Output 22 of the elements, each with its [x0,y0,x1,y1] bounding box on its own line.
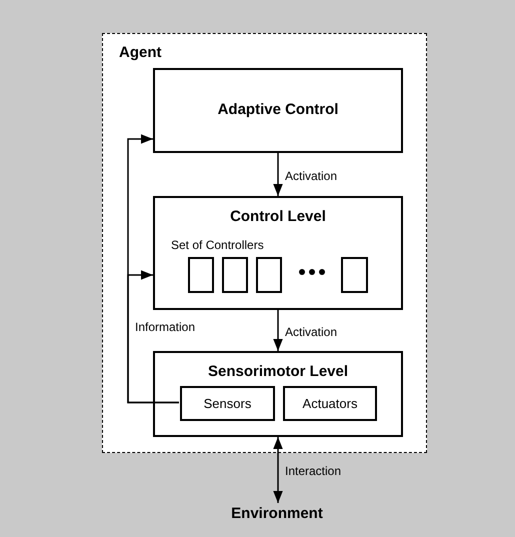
process-box [153,351,403,437]
process-box [283,386,377,421]
node-title: Agent [119,43,162,63]
agent-boundary [102,33,427,453]
node-title: Actuators [302,394,358,413]
node-title: Control Level [229,207,327,227]
arrow [273,310,283,351]
arrow [273,153,283,196]
controller-box [256,257,282,293]
node-title: Environment [230,504,324,524]
node-subtitle: Set of Controllers [171,237,264,254]
process-box [180,386,275,421]
node-title: Adaptive Control [216,100,340,120]
node-title: Sensors [202,394,252,413]
process-box [153,196,403,310]
arrow [127,270,179,404]
controller-box [222,257,248,293]
controller-box [188,257,214,293]
process-box [153,68,403,153]
node-title: Sensorimotor Level [206,362,350,382]
arrow [273,437,283,503]
controller-box [341,257,368,293]
